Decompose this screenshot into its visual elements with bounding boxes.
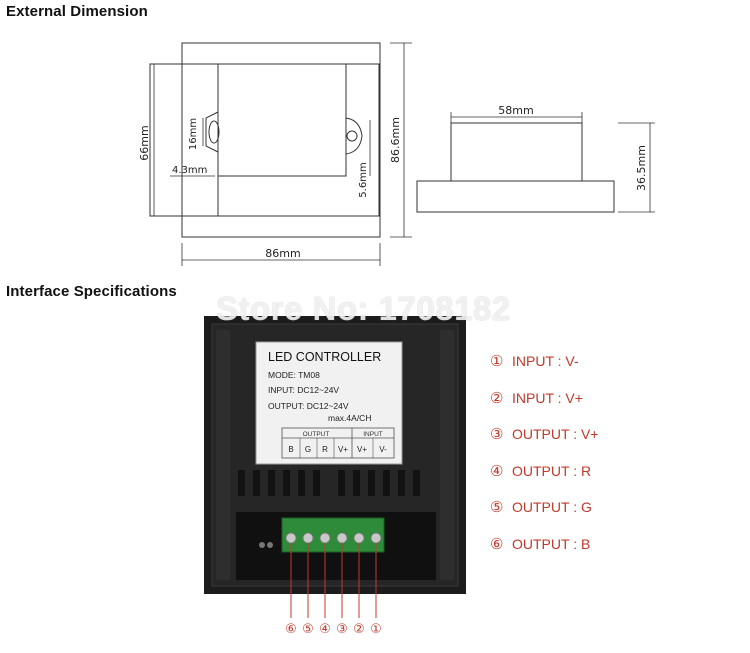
left-ear [205, 111, 219, 153]
spec-item: ⑤ OUTPUT : G [490, 489, 598, 526]
spec-item: ③ OUTPUT : V+ [490, 416, 598, 453]
right-ear [345, 117, 363, 155]
pin-marker: ② [353, 622, 365, 637]
pin-spec-list: ① INPUT : V- ② INPUT : V+ ③ OUTPUT : V+ … [490, 343, 598, 562]
right-hole [346, 130, 358, 142]
pin-marker: ⑤ [302, 622, 314, 637]
label-max: max.4A/CH [328, 413, 371, 423]
label-mode: MODE: TM08 [268, 370, 320, 380]
pin-marker: ⑥ [285, 622, 297, 637]
inner-box [149, 63, 380, 217]
center-body [217, 63, 347, 177]
dim-86mm: 86mm [265, 247, 300, 260]
spec-item: ① INPUT : V- [490, 343, 598, 380]
spec-text: INPUT : V+ [512, 389, 583, 406]
terminal-block [281, 517, 385, 553]
spec-number: ③ [490, 426, 504, 444]
pin-marker: ④ [319, 622, 331, 637]
label-group-input: INPUT [363, 431, 383, 438]
store-watermark: Store No: 1708182 [216, 290, 511, 327]
terminal-label: R [322, 445, 328, 454]
terminal-label: B [288, 445, 293, 454]
terminal-label: V- [379, 445, 387, 454]
spec-text: OUTPUT : R [512, 462, 592, 479]
spec-number: ④ [490, 462, 504, 480]
label-title: LED CONTROLLER [268, 350, 381, 364]
spec-number: ⑥ [490, 535, 504, 553]
spec-item: ④ OUTPUT : R [490, 453, 598, 490]
outer-frame [181, 42, 381, 238]
side-body [450, 122, 583, 182]
spec-text: OUTPUT : G [512, 499, 592, 516]
controller-device [204, 316, 466, 594]
spec-text: OUTPUT : V+ [512, 426, 599, 443]
spec-number: ② [490, 389, 504, 407]
pin-marker: ③ [336, 622, 348, 637]
device-label [255, 341, 403, 465]
pin-marker: ① [370, 622, 382, 637]
heading-external-dimension: External Dimension [6, 3, 148, 20]
pin-leaders [290, 543, 377, 618]
label-output: OUTPUT: DC12~24V [268, 401, 349, 411]
dim-36-5mm: 36.5mm [635, 145, 648, 191]
front-view [149, 42, 412, 266]
side-base [416, 180, 615, 213]
terminal-label: V+ [338, 445, 348, 454]
side-view [416, 112, 655, 213]
dim-66mm: 66mm [138, 125, 151, 160]
heading-interface-specifications: Interface Specifications [6, 283, 177, 300]
spec-number: ① [490, 353, 504, 371]
left-slot [208, 120, 220, 144]
terminal-label: V+ [357, 445, 367, 454]
spec-number: ⑤ [490, 499, 504, 517]
dim-5-6mm: 5.6mm [358, 162, 369, 197]
spec-item: ⑥ OUTPUT : B [490, 526, 598, 563]
spec-text: OUTPUT : B [512, 535, 591, 552]
spec-text: INPUT : V- [512, 353, 579, 370]
dim-58mm: 58mm [498, 104, 533, 117]
dim-16mm: 16mm [188, 118, 199, 150]
spec-item: ② INPUT : V+ [490, 380, 598, 417]
label-input: INPUT: DC12~24V [268, 385, 339, 395]
dim-4-3mm: 4.3mm [172, 165, 207, 176]
label-group-output: OUTPUT [303, 431, 330, 438]
terminal-label: G [305, 445, 311, 454]
dim-86-6mm: 86.6mm [389, 117, 402, 163]
